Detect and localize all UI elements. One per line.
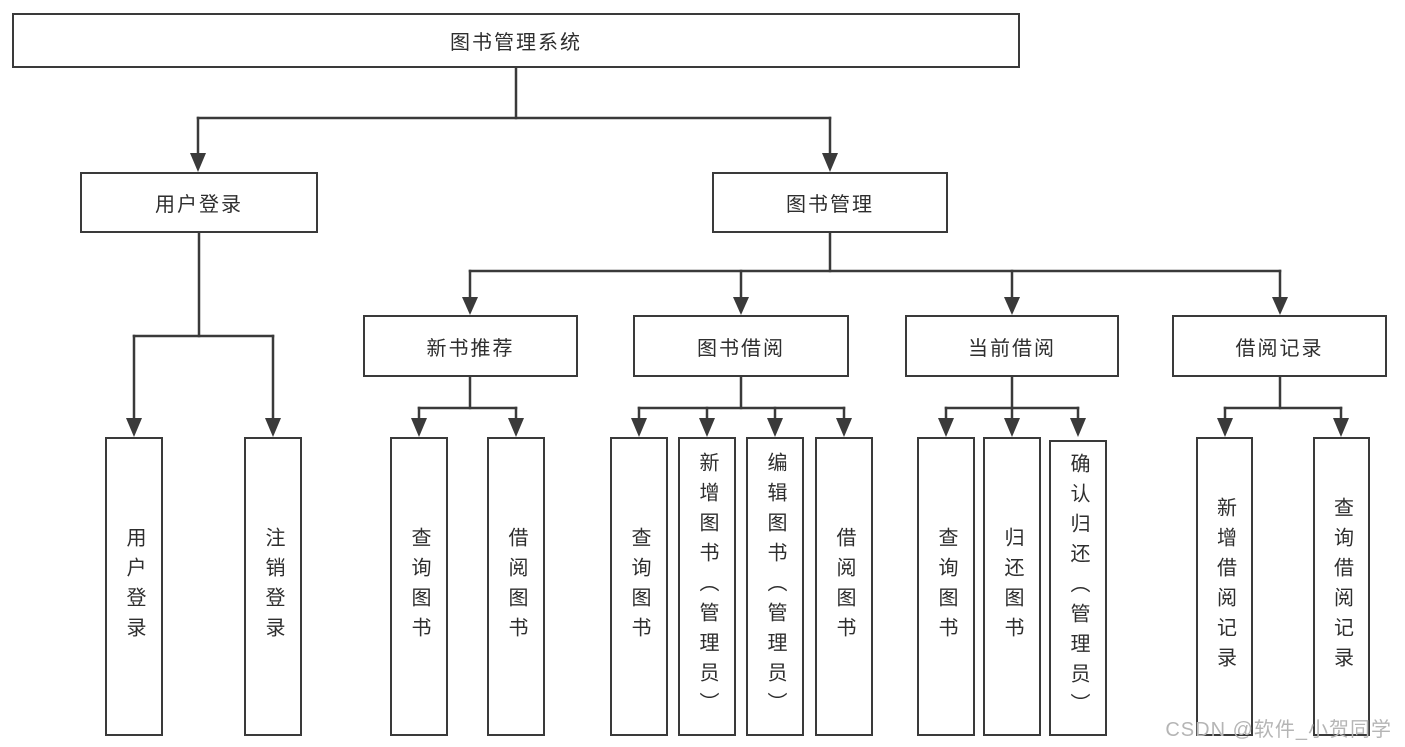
node-label: 用户登录 <box>155 194 243 216</box>
node-book-borrowing: 图书借阅 <box>633 315 849 377</box>
leaf-query-books-1: 查询图书 <box>390 437 448 736</box>
leaf-add-borrow-record: 新增借阅记录 <box>1196 437 1253 736</box>
node-library-management-system: 图书管理系统 <box>12 13 1020 68</box>
node-label: 查询图书 <box>628 526 650 647</box>
leaf-add-book-admin: 新增图书（管理员） <box>678 437 736 736</box>
leaf-borrow-books-1: 借阅图书 <box>487 437 545 736</box>
node-label: 查询图书 <box>935 526 957 647</box>
node-label: 归还图书 <box>1001 526 1023 647</box>
node-book-management: 图书管理 <box>712 172 948 233</box>
node-label: 确认归还（管理员） <box>1067 453 1089 723</box>
leaf-logout: 注销登录 <box>244 437 302 736</box>
node-new-book-recommendation: 新书推荐 <box>363 315 578 377</box>
node-label: 用户登录 <box>123 526 145 647</box>
node-label: 图书管理系统 <box>450 32 582 54</box>
node-label: 借阅图书 <box>833 526 855 647</box>
leaf-query-books-3: 查询图书 <box>917 437 975 736</box>
node-label: 图书借阅 <box>697 337 785 360</box>
node-label: 查询借阅记录 <box>1330 496 1353 677</box>
leaf-edit-book-admin: 编辑图书（管理员） <box>746 437 804 736</box>
arrowhead-group <box>126 153 1349 437</box>
node-label: 新增图书（管理员） <box>696 451 718 722</box>
leaf-query-books-2: 查询图书 <box>610 437 668 736</box>
node-label: 新书推荐 <box>426 337 515 360</box>
node-label: 图书管理 <box>786 194 874 216</box>
node-label: 注销登录 <box>262 526 284 647</box>
leaf-user-login: 用户登录 <box>105 437 163 736</box>
node-label: 借阅记录 <box>1235 337 1324 360</box>
node-label: 查询图书 <box>408 526 430 647</box>
watermark: CSDN @软件_小贺同学 <box>1165 719 1392 741</box>
node-label: 编辑图书（管理员） <box>764 451 786 722</box>
leaf-borrow-books-2: 借阅图书 <box>815 437 873 736</box>
node-label: 当前借阅 <box>968 337 1056 360</box>
leaf-query-borrow-record: 查询借阅记录 <box>1313 437 1370 736</box>
node-current-borrowing: 当前借阅 <box>905 315 1119 377</box>
node-user-login-module: 用户登录 <box>80 172 318 233</box>
leaf-confirm-return-admin: 确认归还（管理员） <box>1049 440 1107 736</box>
node-label: 借阅图书 <box>505 526 527 647</box>
node-borrowing-records: 借阅记录 <box>1172 315 1387 377</box>
leaf-return-book: 归还图书 <box>983 437 1041 736</box>
node-label: 新增借阅记录 <box>1213 496 1236 677</box>
